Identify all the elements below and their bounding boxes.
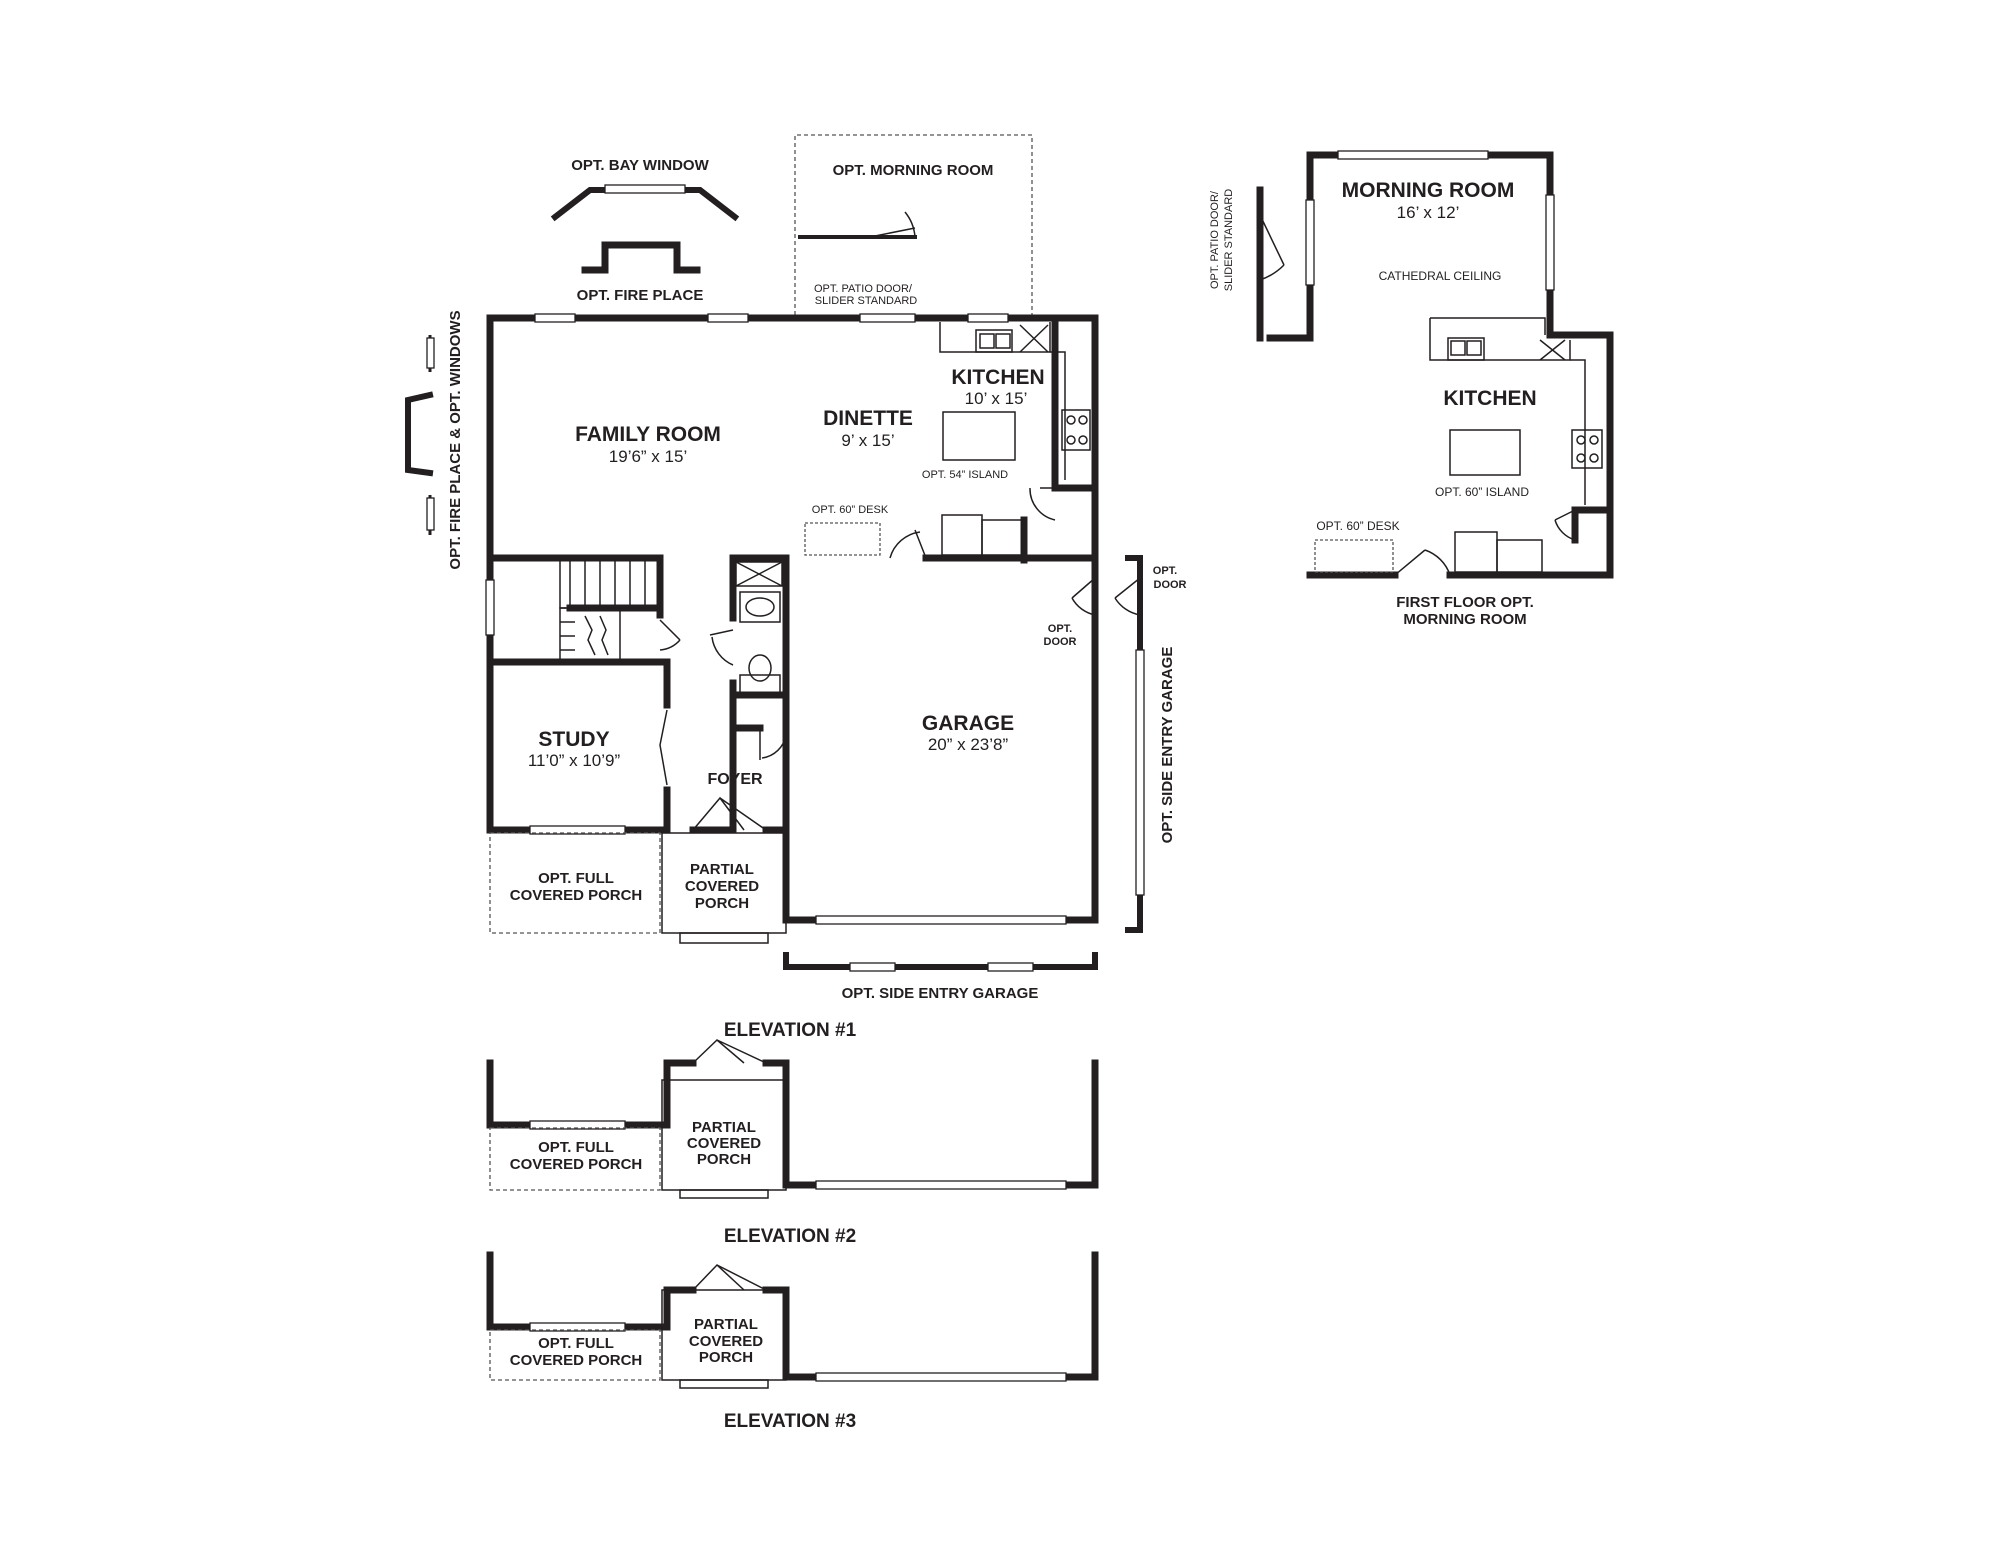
- study-dim: 11’0” x 10’9”: [528, 751, 621, 770]
- mr-caption-2: MORNING ROOM: [1403, 611, 1526, 628]
- stairs: [559, 557, 681, 663]
- partial-porch-3: PORCH: [695, 895, 749, 912]
- morning-room-opt-label: OPT. MORNING ROOM: [833, 162, 994, 179]
- island-54-label: OPT. 54” ISLAND: [922, 469, 1008, 481]
- foyer-label: FOYER: [707, 771, 763, 788]
- opt-side-entry-east: OPT. DOOR OPT. SIDE ENTRY GARAGE: [1114, 555, 1187, 933]
- porches-elev1: OPT. FULL COVERED PORCH PARTIAL COVERED …: [489, 832, 787, 944]
- mr-title: MORNING ROOM: [1342, 179, 1515, 202]
- garage-label: GARAGE: [922, 712, 1014, 735]
- kitchen-fixtures: OPT. 54” ISLAND OPT. 60” DESK: [804, 322, 1091, 559]
- side-entry-horiz-label: OPT. SIDE ENTRY GARAGE: [842, 985, 1039, 1002]
- bath-fixtures: [709, 591, 787, 760]
- full-porch-2: COVERED PORCH: [510, 887, 643, 904]
- patio-door-label-2: SLIDER STANDARD: [815, 295, 918, 307]
- main-windows: [485, 313, 1067, 925]
- e3-partial-porch-1: PARTIAL: [694, 1316, 758, 1333]
- e2-partial-porch-3: PORCH: [697, 1151, 751, 1168]
- room-labels: FAMILY ROOM 19’6” x 15’ DINETTE 9’ x 15’…: [528, 366, 1077, 788]
- elev3-label: ELEVATION #3: [724, 1411, 856, 1432]
- e3-partial-porch-3: PORCH: [699, 1349, 753, 1366]
- e2-partial-porch-2: COVERED: [687, 1135, 761, 1152]
- elev1-label: ELEVATION #1: [724, 1020, 857, 1041]
- mr-caption-1: FIRST FLOOR OPT.: [1396, 594, 1534, 611]
- mr-island: OPT. 60” ISLAND: [1435, 485, 1529, 499]
- e2-partial-porch-1: PARTIAL: [692, 1119, 756, 1136]
- doors: [659, 577, 1096, 831]
- bay-window-label: OPT. BAY WINDOW: [571, 157, 709, 174]
- dinette-dim: 9’ x 15’: [841, 431, 894, 450]
- elevation-3: OPT. FULL COVERED PORCH PARTIAL COVERED …: [486, 1251, 1099, 1432]
- opt-door-label-1: OPT.: [1048, 623, 1072, 635]
- mr-patio-1: OPT. PATIO DOOR/: [1209, 190, 1221, 289]
- partial-porch-1: PARTIAL: [690, 861, 754, 878]
- opt-morning-room-outline: OPT. MORNING ROOM OPT. PATIO DOOR/ SLIDE…: [794, 134, 1033, 315]
- fp-windows-label: OPT. FIRE PLACE & OPT. WINDOWS: [447, 310, 464, 569]
- study-label: STUDY: [538, 728, 609, 751]
- opt-side-fireplace: OPT. FIRE PLACE & OPT. WINDOWS: [405, 310, 464, 570]
- side-opt-door-2: DOOR: [1154, 579, 1187, 591]
- elevation-2: OPT. FULL COVERED PORCH PARTIAL COVERED …: [486, 1038, 1099, 1247]
- opt-fire-place: OPT. FIRE PLACE: [577, 241, 704, 304]
- mr-ceiling: CATHEDRAL CEILING: [1379, 269, 1502, 283]
- mr-patio-2: SLIDER STANDARD: [1223, 189, 1235, 292]
- side-entry-vert-label: OPT. SIDE ENTRY GARAGE: [1159, 647, 1176, 844]
- e2-full-porch-1: OPT. FULL: [538, 1139, 614, 1156]
- kitchen-label: KITCHEN: [951, 366, 1044, 389]
- patio-door-label-1: OPT. PATIO DOOR/: [814, 283, 913, 295]
- e2-full-porch-2: COVERED PORCH: [510, 1156, 643, 1173]
- e3-full-porch-2: COVERED PORCH: [510, 1352, 643, 1369]
- e3-full-porch-1: OPT. FULL: [538, 1335, 614, 1352]
- dinette-label: DINETTE: [823, 407, 913, 430]
- mr-desk: OPT. 60” DESK: [1316, 519, 1399, 533]
- family-room-dim: 19’6” x 15’: [609, 447, 687, 466]
- mr-kitchen: KITCHEN: [1443, 387, 1536, 410]
- opt-side-entry-south: OPT. SIDE ENTRY GARAGE ELEVATION #1: [724, 952, 1098, 1041]
- family-room-label: FAMILY ROOM: [575, 423, 721, 446]
- opt-bay-window: OPT. BAY WINDOW: [550, 157, 740, 222]
- morning-room-detail: OPT. PATIO DOOR/ SLIDER STANDARD MORNING…: [1209, 150, 1614, 628]
- elev2-label: ELEVATION #2: [724, 1226, 856, 1247]
- side-opt-door-1: OPT.: [1153, 565, 1177, 577]
- fire-place-label: OPT. FIRE PLACE: [577, 287, 704, 304]
- desk-60-label: OPT. 60” DESK: [812, 504, 889, 516]
- garage-dim: 20” x 23’8”: [928, 735, 1009, 754]
- partial-porch-2: COVERED: [685, 878, 759, 895]
- mr-dim: 16’ x 12’: [1397, 203, 1460, 222]
- full-porch-1: OPT. FULL: [538, 870, 614, 887]
- kitchen-dim: 10’ x 15’: [965, 389, 1028, 408]
- e3-partial-porch-2: COVERED: [689, 1333, 763, 1350]
- opt-door-label-2: DOOR: [1044, 636, 1077, 648]
